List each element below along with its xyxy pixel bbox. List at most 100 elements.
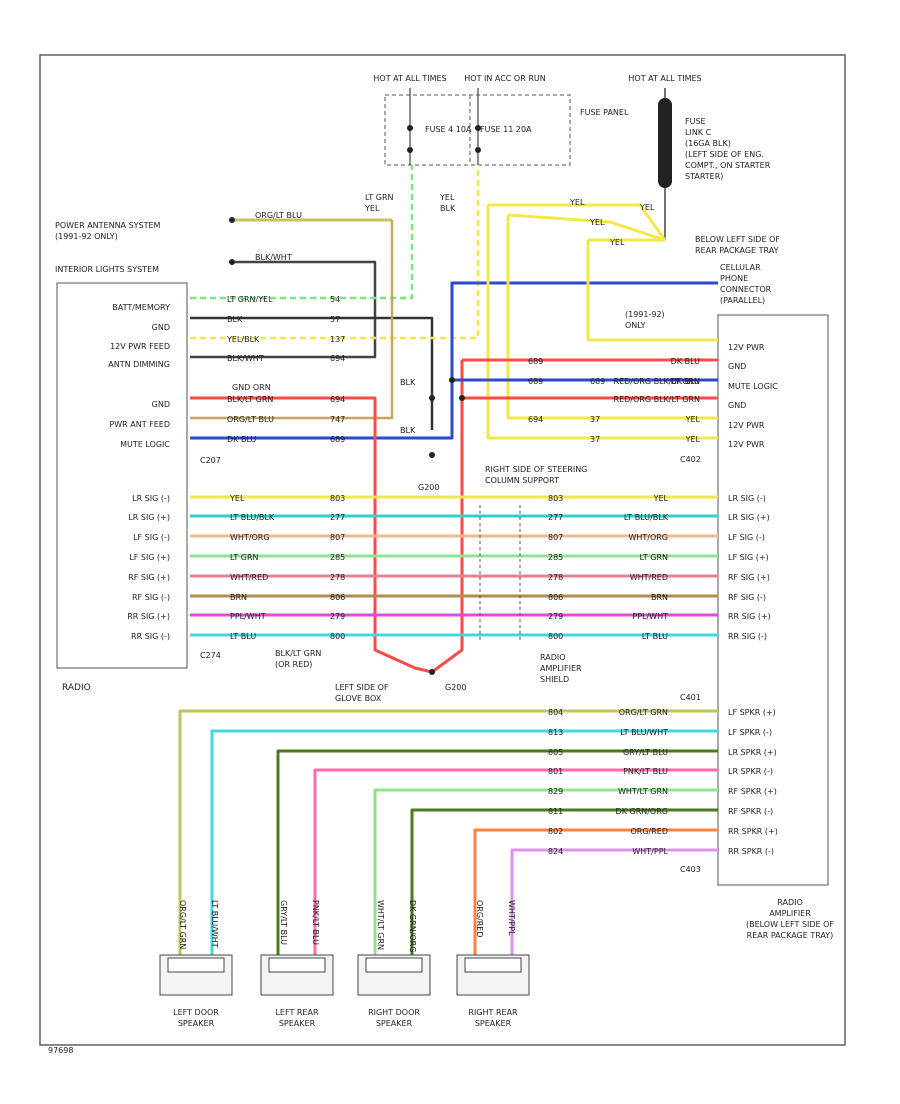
power-antenna-label-line-0: POWER ANTENNA SYSTEM	[55, 221, 161, 230]
power-antenna-wire-label: ORG/LT BLU	[255, 211, 302, 220]
radio-amplifier-box	[717, 314, 829, 886]
radio-amp-shield-label-line-1: AMPLIFIER	[540, 664, 582, 673]
signal-wire-label-left-2: WHT/ORG	[230, 533, 270, 542]
blk-label-a: BLK	[400, 378, 416, 387]
signal-wire-label-left-6: PPL/WHT	[230, 612, 266, 621]
signal-wire-circuit-right-1: 277	[548, 513, 563, 522]
wire-yel-cellular	[586, 240, 718, 342]
output-wire-circuit-3: 801	[548, 767, 563, 776]
wire-12v-feed	[190, 165, 480, 340]
fuse-11-dot-a	[475, 125, 481, 131]
radio-amplifier-label-line-1: AMPLIFIER	[769, 909, 811, 918]
speaker-wire-a-label-1: GRY/LT BLU	[279, 900, 288, 945]
speaker-cone-icon	[167, 957, 225, 973]
hot-at-all-times-right-label: HOT AT ALL TIMES	[628, 74, 701, 83]
output-wire-circuit-1: 813	[548, 728, 563, 737]
wire-interior-lights	[190, 260, 377, 359]
wire-output-0	[178, 709, 718, 955]
wire-layer	[178, 88, 718, 955]
radio-pin-spk-0: LR SIG (-)	[132, 494, 170, 503]
amp-pin-top-2: MUTE LOGIC	[728, 382, 778, 391]
wire-output-2	[276, 749, 718, 955]
c274-label: C274	[200, 651, 221, 660]
output-wire-circuit-7: 824	[548, 847, 563, 856]
signal-wire-circuit-right-6: 279	[548, 612, 563, 621]
output-wire-label-0: ORG/LT GRN	[619, 708, 668, 717]
radio-pin-top-7: MUTE LOGIC	[120, 440, 170, 449]
amp-top-wire-label-1: RED/ORG BLK/LT GRN	[614, 377, 700, 386]
speaker-name-3-line-0: RIGHT REAR	[468, 1008, 518, 1017]
signal-wire-circuit-right-3: 285	[548, 553, 563, 562]
fuse-panel-label: FUSE PANEL	[580, 108, 629, 117]
fuse-link-text-line-0: FUSE	[685, 117, 706, 126]
radio-pin-top-5: GND	[152, 400, 170, 409]
speaker-2	[357, 954, 431, 996]
signal-wire-circuit-left-6: 279	[330, 612, 345, 621]
output-wire-label-3: PNK/LT BLU	[623, 767, 668, 776]
signal-wire-label-left-4: WHT/RED	[230, 573, 268, 582]
blk-grn-or-red-label-line-1: (OR RED)	[275, 660, 312, 669]
speaker-3	[456, 954, 530, 996]
years-note-label-line-0: (1991-92)	[625, 310, 665, 319]
signal-wire-label-right-7: LT BLU	[642, 632, 668, 641]
amp-pin-spk-in-0: LR SIG (-)	[728, 494, 766, 503]
wire-output-5	[410, 808, 718, 955]
radio-pin-spk-7: RR SIG (-)	[131, 632, 170, 641]
speaker-0	[159, 954, 233, 996]
power-antenna-label-line-1: (1991-92 ONLY)	[55, 232, 118, 241]
radio-top-wire-label-1: BLK	[227, 315, 243, 324]
cellular-phone-label-line-0: CELLULAR	[720, 263, 761, 272]
signal-wire-label-right-0: YEL	[653, 494, 669, 503]
lt-grn-yel-label-line-0: LT GRN	[365, 193, 394, 202]
amp-top-wire-label-3: RED/ORG BLK/LT GRN	[614, 395, 700, 404]
cellular-phone-label-line-1: PHONE	[720, 274, 748, 283]
radio-top-wire-circuit-5: 747	[330, 415, 345, 424]
signal-wire-circuit-right-2: 807	[548, 533, 563, 542]
fuse-11-label: FUSE 11 20A	[480, 125, 532, 134]
amp-top-mid-circuit-5: 37	[590, 435, 600, 444]
signal-wire-circuit-left-1: 277	[330, 513, 345, 522]
c402-label: C402	[680, 455, 701, 464]
radio-pin-top-0: BATT/MEMORY	[112, 303, 170, 312]
amp-pin-spk-out-0: LF SPKR (+)	[728, 708, 776, 717]
radio-top-wire-circuit-0: 54	[330, 295, 340, 304]
amp-pin-spk-in-3: LF SIG (+)	[728, 553, 769, 562]
fuse-4-dot-b	[407, 147, 413, 153]
diagram-frame	[39, 54, 846, 1046]
radio-pin-spk-6: RR SIG (+)	[127, 612, 170, 621]
speaker-name-2-line-0: RIGHT DOOR	[368, 1008, 420, 1017]
g200-label-a: G200	[418, 483, 439, 492]
amp-pin-spk-in-2: LF SIG (-)	[728, 533, 765, 542]
cellular-phone-label-line-3: (PARALLEL)	[720, 296, 765, 305]
fuse-link-text-line-5: STARTER)	[685, 172, 723, 181]
interior-connector	[229, 259, 235, 265]
output-wire-circuit-4: 829	[548, 787, 563, 796]
radio-top-wire-circuit-6: 689	[330, 435, 345, 444]
output-wire-circuit-5: 811	[548, 807, 563, 816]
speaker-cone-icon	[268, 957, 326, 973]
amp-pin-top-3: GND	[728, 401, 746, 410]
radio-top-wire-label-5: ORG/LT BLU	[227, 415, 274, 424]
amp-pin-top-1: GND	[728, 362, 746, 371]
yel-label-a: YEL	[569, 198, 585, 207]
radio-top-wire-label-2: YEL/BLK	[226, 335, 260, 344]
speaker-cone-icon	[365, 957, 423, 973]
antenna-connector	[229, 217, 235, 223]
signal-wire-label-right-2: WHT/ORG	[628, 533, 668, 542]
radio-pin-top-3: ANTN DIMMING	[108, 360, 170, 369]
fuse-link-text-line-1: LINK C	[685, 128, 712, 137]
radio-pin-spk-4: RF SIG (+)	[128, 573, 170, 582]
radio-pin-spk-5: RF SIG (-)	[132, 593, 170, 602]
amp-pin-spk-in-1: LR SIG (+)	[728, 513, 770, 522]
signal-wire-circuit-left-2: 807	[330, 533, 345, 542]
wire-pwr-ant-feed	[190, 220, 394, 420]
right-side-steering-label-line-1: COLUMN SUPPORT	[485, 476, 559, 485]
amp-top-wire-label-0: DK BLU	[671, 357, 700, 366]
c403-label: C403	[680, 865, 701, 874]
radio-pin-spk-1: LR SIG (+)	[128, 513, 170, 522]
radio-top-wire-circuit-3: 694	[330, 354, 345, 363]
amp-pin-spk-in-4: RF SIG (+)	[728, 573, 770, 582]
output-wire-label-4: WHT/LT GRN	[618, 787, 668, 796]
radio-top-wire-circuit-2: 137	[330, 335, 345, 344]
